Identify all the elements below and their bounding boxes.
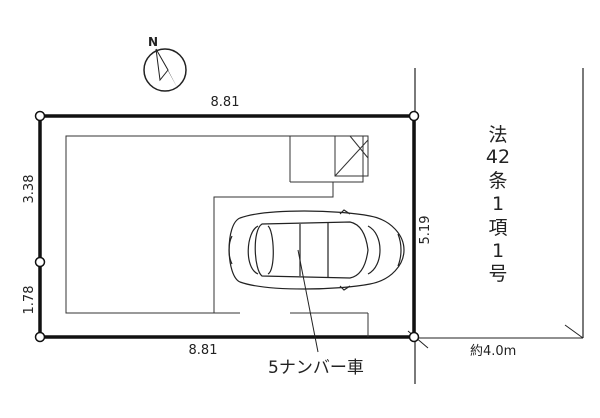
lot-boundary — [38, 114, 416, 339]
svg-text:条: 条 — [488, 170, 507, 192]
car-icon — [228, 209, 405, 291]
dim-right: 5.19 — [418, 216, 433, 245]
road-width-label: 約4.0m — [470, 344, 516, 359]
dim-top: 8.81 — [211, 95, 240, 110]
north-label: N — [148, 35, 158, 49]
north-arrow-icon: N — [143, 35, 187, 92]
dim-left-upper: 3.38 — [22, 175, 37, 204]
dim-bottom: 8.81 — [189, 343, 218, 358]
lot-corner-markers — [34, 110, 420, 343]
svg-text:項: 項 — [488, 217, 507, 239]
dim-left-lower: 1.78 — [22, 286, 37, 315]
svg-text:1: 1 — [492, 240, 504, 262]
entrance-step — [334, 135, 369, 177]
car-label: 5ナンバー車 — [268, 358, 364, 378]
svg-text:1: 1 — [492, 193, 504, 215]
svg-text:42: 42 — [486, 146, 510, 168]
car-leader-line — [297, 249, 319, 353]
road-designation-label: 法 42 条 1 項 1 号 — [486, 124, 510, 285]
svg-text:号: 号 — [488, 263, 507, 285]
svg-text:法: 法 — [488, 124, 507, 146]
